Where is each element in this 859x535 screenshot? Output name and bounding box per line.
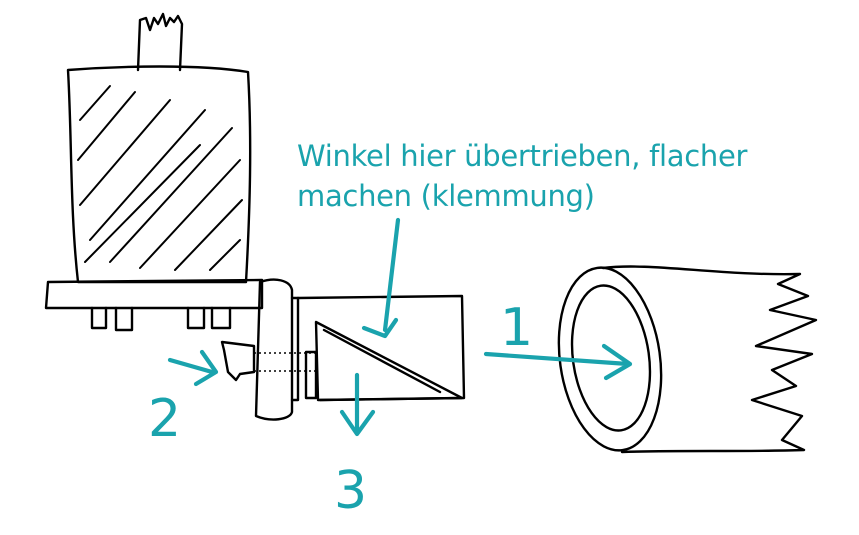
step-label-2: 2 (148, 389, 181, 449)
mounting-feet (90, 306, 232, 332)
annotation-note: Winkel hier übertrieben, flacher machen … (297, 136, 747, 216)
arrow-3-shaft (339, 372, 376, 437)
flange-plate (254, 278, 294, 421)
arrow-1-shaft (483, 343, 633, 381)
flange-hub (290, 296, 300, 402)
annotation-marks (167, 217, 633, 437)
clamp-assembly (220, 278, 466, 421)
step-label-1: 1 (500, 298, 533, 358)
annotation-arrow (361, 217, 401, 339)
annotation-line-2: machen (klemmung) (297, 179, 595, 213)
motor-hatching (77, 85, 243, 271)
pipe-outer-rim (557, 266, 663, 452)
motor-shaft-top (136, 12, 184, 72)
pipe-inner-rim (570, 284, 652, 432)
motor-housing (44, 12, 264, 332)
wedge-stop (304, 350, 318, 400)
set-screw (220, 340, 256, 382)
arrow-2-shaft (167, 349, 219, 387)
pipe (557, 265, 818, 454)
pipe-body-outline (601, 265, 818, 454)
step-label-3: 3 (334, 461, 367, 521)
clamp-block (296, 294, 466, 402)
annotation-line-1: Winkel hier übertrieben, flacher (297, 139, 748, 173)
step-labels: 1 2 3 (148, 298, 533, 521)
motor-body (66, 65, 252, 284)
mounting-plate (44, 278, 264, 310)
